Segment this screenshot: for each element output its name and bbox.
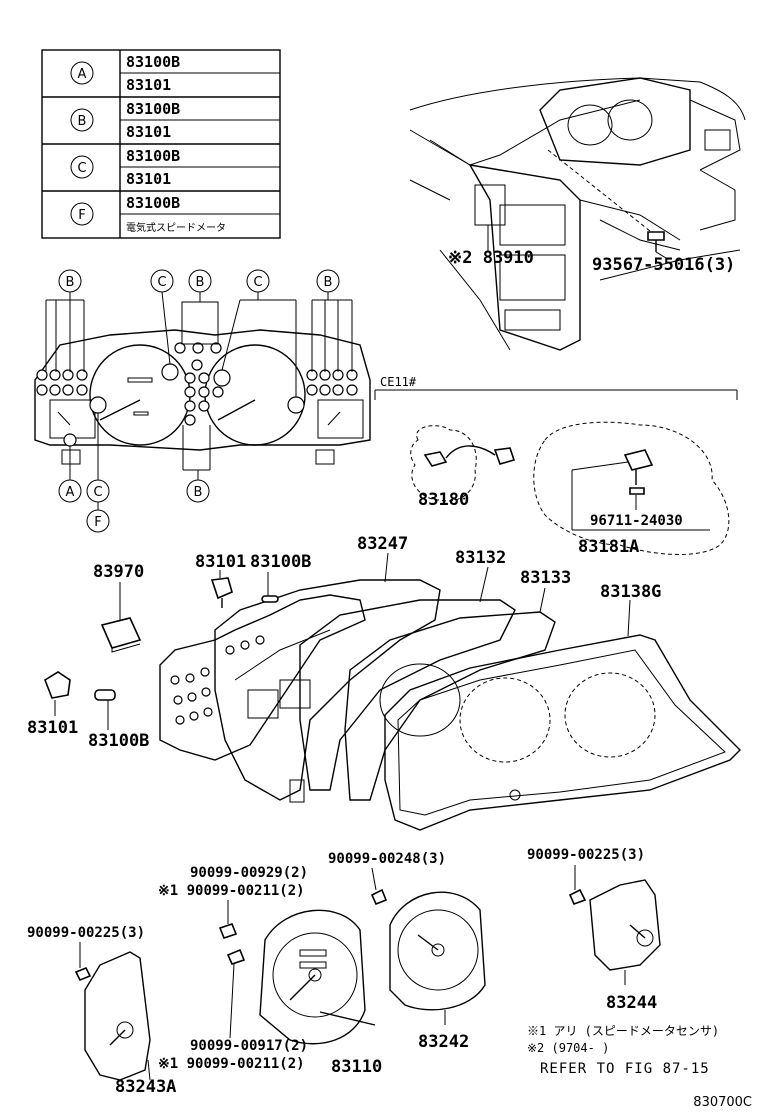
- legend-circle-c: [70, 155, 94, 179]
- legend-circle-a: [70, 61, 94, 85]
- callout-90099-00248: 90099-00248(3): [328, 851, 446, 867]
- cluster-exploded-drawing: [44, 577, 741, 831]
- sensor-drawing: [374, 389, 738, 555]
- note-1: ※1 アリ (スピードメータセンサ): [527, 1024, 719, 1038]
- legend-part: 83100B: [126, 100, 180, 118]
- callout-83181a: 83181A: [578, 537, 639, 557]
- callout-83244: 83244: [606, 993, 657, 1013]
- bulb-letter: F: [94, 515, 101, 530]
- bulb-letter: C: [253, 275, 262, 290]
- callout-90099-00211-bottom: ※1 90099-00211(2): [158, 1056, 305, 1072]
- callout-ce11: CE11#: [380, 375, 417, 389]
- callout-90099-00225-right: 90099-00225(3): [527, 847, 645, 863]
- bulb-letter: B: [66, 275, 75, 290]
- legend-part: 83100B: [126, 194, 180, 212]
- callout-83101-top: 83101: [195, 552, 246, 572]
- callout-83243a: 83243A: [115, 1077, 176, 1097]
- callout-83180: 83180: [418, 490, 469, 510]
- callout-90099-00917: 90099-00917(2): [190, 1038, 308, 1054]
- legend-part: 83101: [126, 123, 171, 141]
- callout-83110: 83110: [331, 1057, 382, 1077]
- bulb-letter: C: [157, 275, 166, 290]
- callout-83100b-top: 83100B: [250, 552, 311, 572]
- legend-part-jp: 電気式スピードメータ: [126, 221, 226, 234]
- callout-83100b-left: 83100B: [88, 731, 149, 751]
- callout-83242: 83242: [418, 1032, 469, 1052]
- legend-part: 83101: [126, 170, 171, 188]
- figure-code: 830700C: [693, 1095, 752, 1110]
- legend-circle-f: [70, 202, 94, 226]
- callout-90099-00211-top: ※1 90099-00211(2): [158, 883, 305, 899]
- callout-90099-00929: 90099-00929(2): [190, 865, 308, 881]
- bulb-letter: C: [93, 485, 102, 500]
- legend-letter: A: [78, 67, 87, 82]
- callout-93567-55016: 93567-55016(3): [592, 255, 735, 275]
- bulb-letter: B: [194, 485, 203, 500]
- legend-letter: C: [77, 161, 86, 176]
- legend-table: A B C F 83100B 83101 83100B 83101 83100B…: [41, 49, 281, 239]
- callout-83132: 83132: [455, 548, 506, 568]
- callout-83910: ※2 83910: [448, 248, 534, 268]
- callout-83133: 83133: [520, 568, 571, 588]
- bulb-letter: B: [324, 275, 333, 290]
- legend-letter: B: [78, 114, 87, 129]
- legend-part: 83100B: [126, 53, 180, 71]
- legend-letter: F: [78, 208, 85, 223]
- callout-90099-00225-left: 90099-00225(3): [27, 925, 145, 941]
- bulb-letter: A: [66, 485, 75, 500]
- legend-circle-b: [70, 108, 94, 132]
- callout-83138g: 83138G: [600, 582, 661, 602]
- legend-part: 83101: [126, 76, 171, 94]
- bulb-layout-drawing: [34, 269, 371, 533]
- callout-83970: 83970: [93, 562, 144, 582]
- callout-83101-left: 83101: [27, 718, 78, 738]
- callout-83247: 83247: [357, 534, 408, 554]
- legend-part: 83100B: [126, 147, 180, 165]
- gauges-drawing: [74, 879, 661, 1081]
- callout-96711-24030: 96711-24030: [590, 513, 683, 529]
- refer-text: REFER TO FIG 87-15: [540, 1061, 710, 1077]
- note-2: ※2 (9704- ): [527, 1041, 609, 1055]
- dashboard-drawing: [409, 77, 746, 351]
- bulb-letter: B: [196, 275, 205, 290]
